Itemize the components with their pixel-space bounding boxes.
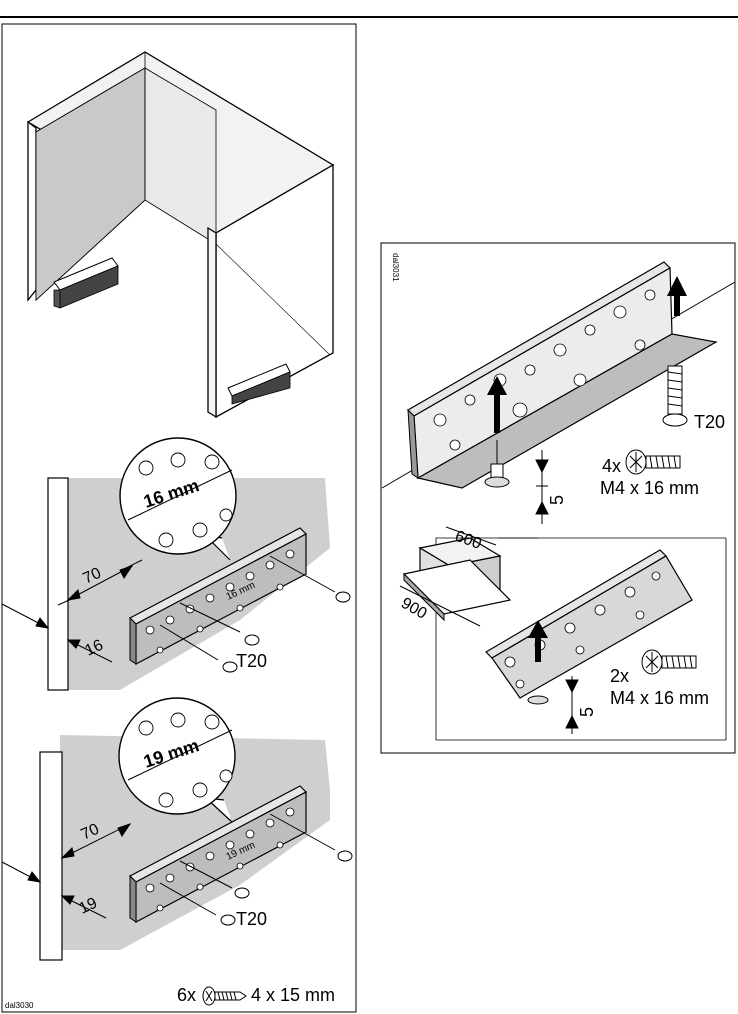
dimension-70-bottom: 70 xyxy=(79,821,102,844)
rail-mount-16mm-figure xyxy=(1,437,351,691)
figure-code-right: dal3031 xyxy=(391,253,400,282)
cabinet-illustration xyxy=(26,51,335,419)
screw-spec-bottom: M4 x 16 mm xyxy=(610,688,709,708)
dimension-16: 16 xyxy=(83,637,106,660)
figure-code-left: dal3030 xyxy=(5,1001,34,1010)
screw-count-top: 4x xyxy=(602,456,621,476)
tool-label-t20-right: T20 xyxy=(694,412,725,432)
tool-label-t20-bottom: T20 xyxy=(236,909,267,929)
dimension-70-top: 70 xyxy=(81,565,104,588)
right-panel-frame xyxy=(380,242,736,754)
left-panel-frame xyxy=(1,23,357,1013)
rail-mount-19mm-figure xyxy=(1,697,353,961)
page-header-rule xyxy=(0,16,738,18)
rail-height-adjust-figure xyxy=(381,261,736,524)
oven-dimension-figure xyxy=(399,526,697,734)
gap-label-top: 5 xyxy=(547,495,567,505)
dimension-19: 19 xyxy=(77,895,100,918)
machine-screw-icon-top xyxy=(625,449,681,475)
screw-count-bottom: 2x xyxy=(610,666,629,686)
gap-label-bottom: 5 xyxy=(577,707,597,717)
tool-label-t20-top: T20 xyxy=(236,651,267,671)
screw-count: 6x xyxy=(177,985,196,1005)
machine-screw-icon-bottom xyxy=(641,649,697,675)
screw-spec: 4 x 15 mm xyxy=(251,985,335,1005)
screw-spec-top: M4 x 16 mm xyxy=(600,478,699,498)
wood-screw-icon xyxy=(202,986,247,1006)
